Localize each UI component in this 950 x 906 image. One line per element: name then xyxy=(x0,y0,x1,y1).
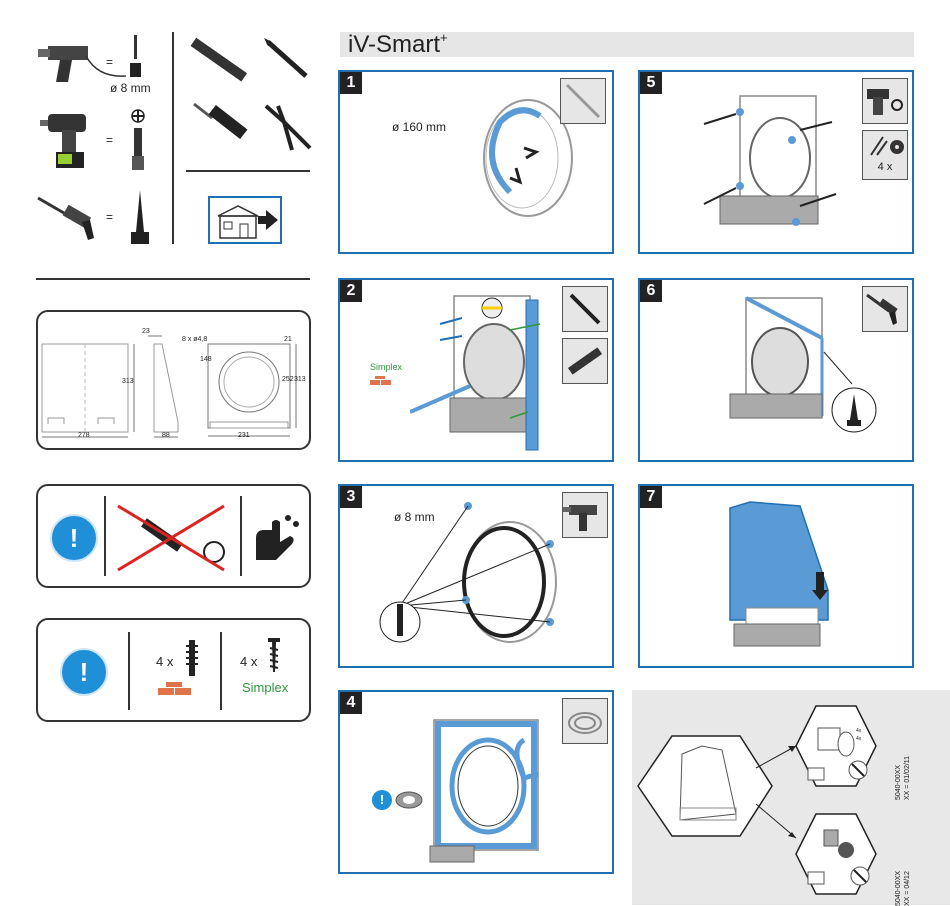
step-3-drill-box xyxy=(562,492,608,538)
drill-bit-size: ø 8 mm xyxy=(110,81,151,95)
step-3-panel: 3 ø 8 mm xyxy=(338,484,614,668)
dim-252: 252 xyxy=(282,376,294,383)
step-5-screwdriver-box xyxy=(862,78,908,124)
step-number: 7 xyxy=(640,486,662,508)
title-text: iV-Smart xyxy=(348,31,441,58)
variant-b-code: 5040-00XX XX = 04/12 xyxy=(894,826,914,906)
dim-231: 231 xyxy=(238,432,250,439)
step-number: 5 xyxy=(640,72,662,94)
variant-a-qty-1: 4x xyxy=(856,728,862,734)
variant-a-article: 5040-00XX xyxy=(895,764,902,800)
equals-sign-3: = xyxy=(106,210,114,224)
wall-plug-icon xyxy=(186,640,198,676)
step-3-diameter: ø 8 mm xyxy=(394,510,435,524)
variant-a-xx: XX = 01/02/11 xyxy=(904,755,911,800)
outdoor-installation-icon xyxy=(208,196,282,244)
variant-b-article: 5040-00XX xyxy=(895,870,902,906)
step-number: 3 xyxy=(340,486,362,508)
dim-313-a: 313 xyxy=(122,378,134,385)
page-title: iV-Smart+ xyxy=(340,30,914,58)
utility-knife-icon xyxy=(190,100,250,150)
dim-148: 148 xyxy=(200,356,212,363)
step-2-panel: 2 Simplex xyxy=(338,278,614,462)
step-4-panel: 4 ! xyxy=(338,690,614,874)
step-number: 1 xyxy=(340,72,362,94)
dim-23: 23 xyxy=(142,328,150,335)
step-5-fixings-box: 4 x xyxy=(862,130,908,180)
cordless-screwdriver-icon xyxy=(40,110,95,170)
step-6-caulking-box xyxy=(862,286,908,332)
screw-quantity: 4 x xyxy=(240,654,258,669)
warning-divider-2 xyxy=(240,496,242,576)
step-1-tool-box xyxy=(560,78,606,124)
step-7-panel: 7 xyxy=(638,484,914,668)
dim-88: 88 xyxy=(162,432,170,439)
variant-a-qty-2: 4x xyxy=(856,736,862,742)
pencil-icon xyxy=(262,38,312,82)
warning-box-fixings: ! 4 x 4 x Simplex xyxy=(36,618,311,722)
impact-drill-icon xyxy=(38,38,138,88)
step-6-panel: 6 xyxy=(638,278,914,462)
variant-a-code: 5040-00XX XX = 01/02/11 xyxy=(894,720,914,800)
seal-roll-icon xyxy=(394,790,424,810)
caulking-gun-icon xyxy=(36,192,102,244)
pliers-icon xyxy=(262,102,314,152)
step-4-seal-box xyxy=(562,698,608,744)
dowel-quantity: 4 x xyxy=(156,654,174,669)
step-1-panel: 1 ø 160 mm xyxy=(338,70,614,254)
tools-right-divider xyxy=(186,170,310,172)
step-number: 2 xyxy=(340,280,362,302)
dim-313-b: 313 xyxy=(294,376,306,383)
equals-sign-2: = xyxy=(106,133,114,147)
step-2-pencil-box xyxy=(562,286,608,332)
brick-icon xyxy=(370,376,392,386)
dim-hole-label: 8 x ø4,8 xyxy=(182,336,208,343)
variants-panel: 4x 4x 5040-00XX XX = 01/02/11 5040-00XX … xyxy=(632,690,950,906)
warning-box-no-cutting: ! xyxy=(36,484,311,588)
brick-icon xyxy=(158,682,192,696)
dimensions-box: 23 8 x ø4,8 148 21 313 313 252 278 88 23… xyxy=(36,310,311,450)
info-icon: ! xyxy=(60,648,108,696)
dim-21: 21 xyxy=(284,336,292,343)
variant-b-xx: XX = 04/12 xyxy=(904,871,911,906)
equals-sign-1: = xyxy=(106,55,114,69)
step-1-diameter: ø 160 mm xyxy=(392,120,447,134)
fixings-divider-1 xyxy=(128,632,130,710)
step-2-simplex: Simplex xyxy=(370,362,403,372)
drill-bit-icon xyxy=(128,35,144,79)
step-5-quantity: 4 x xyxy=(877,161,893,173)
screw-bit-icon xyxy=(128,108,148,172)
info-icon: ! xyxy=(50,514,98,562)
tools-divider xyxy=(172,32,174,244)
screw-icon xyxy=(268,638,280,674)
section-divider xyxy=(36,278,310,280)
step-2-level-box xyxy=(562,338,608,384)
step-number: 6 xyxy=(640,280,662,302)
spirit-level-icon xyxy=(186,36,250,82)
step-number: 4 xyxy=(340,692,362,714)
warning-divider-1 xyxy=(104,496,106,576)
dim-278: 278 xyxy=(78,432,90,439)
step-5-panel: 5 4 x xyxy=(638,70,914,254)
simplex-label: Simplex xyxy=(242,680,289,695)
info-icon: ! xyxy=(372,790,392,810)
title-superscript: + xyxy=(440,30,448,45)
no-knife-icon xyxy=(112,500,232,574)
fixings-divider-2 xyxy=(220,632,222,710)
sealant-nozzle-icon xyxy=(128,188,152,248)
hands-washing-icon xyxy=(250,510,300,564)
